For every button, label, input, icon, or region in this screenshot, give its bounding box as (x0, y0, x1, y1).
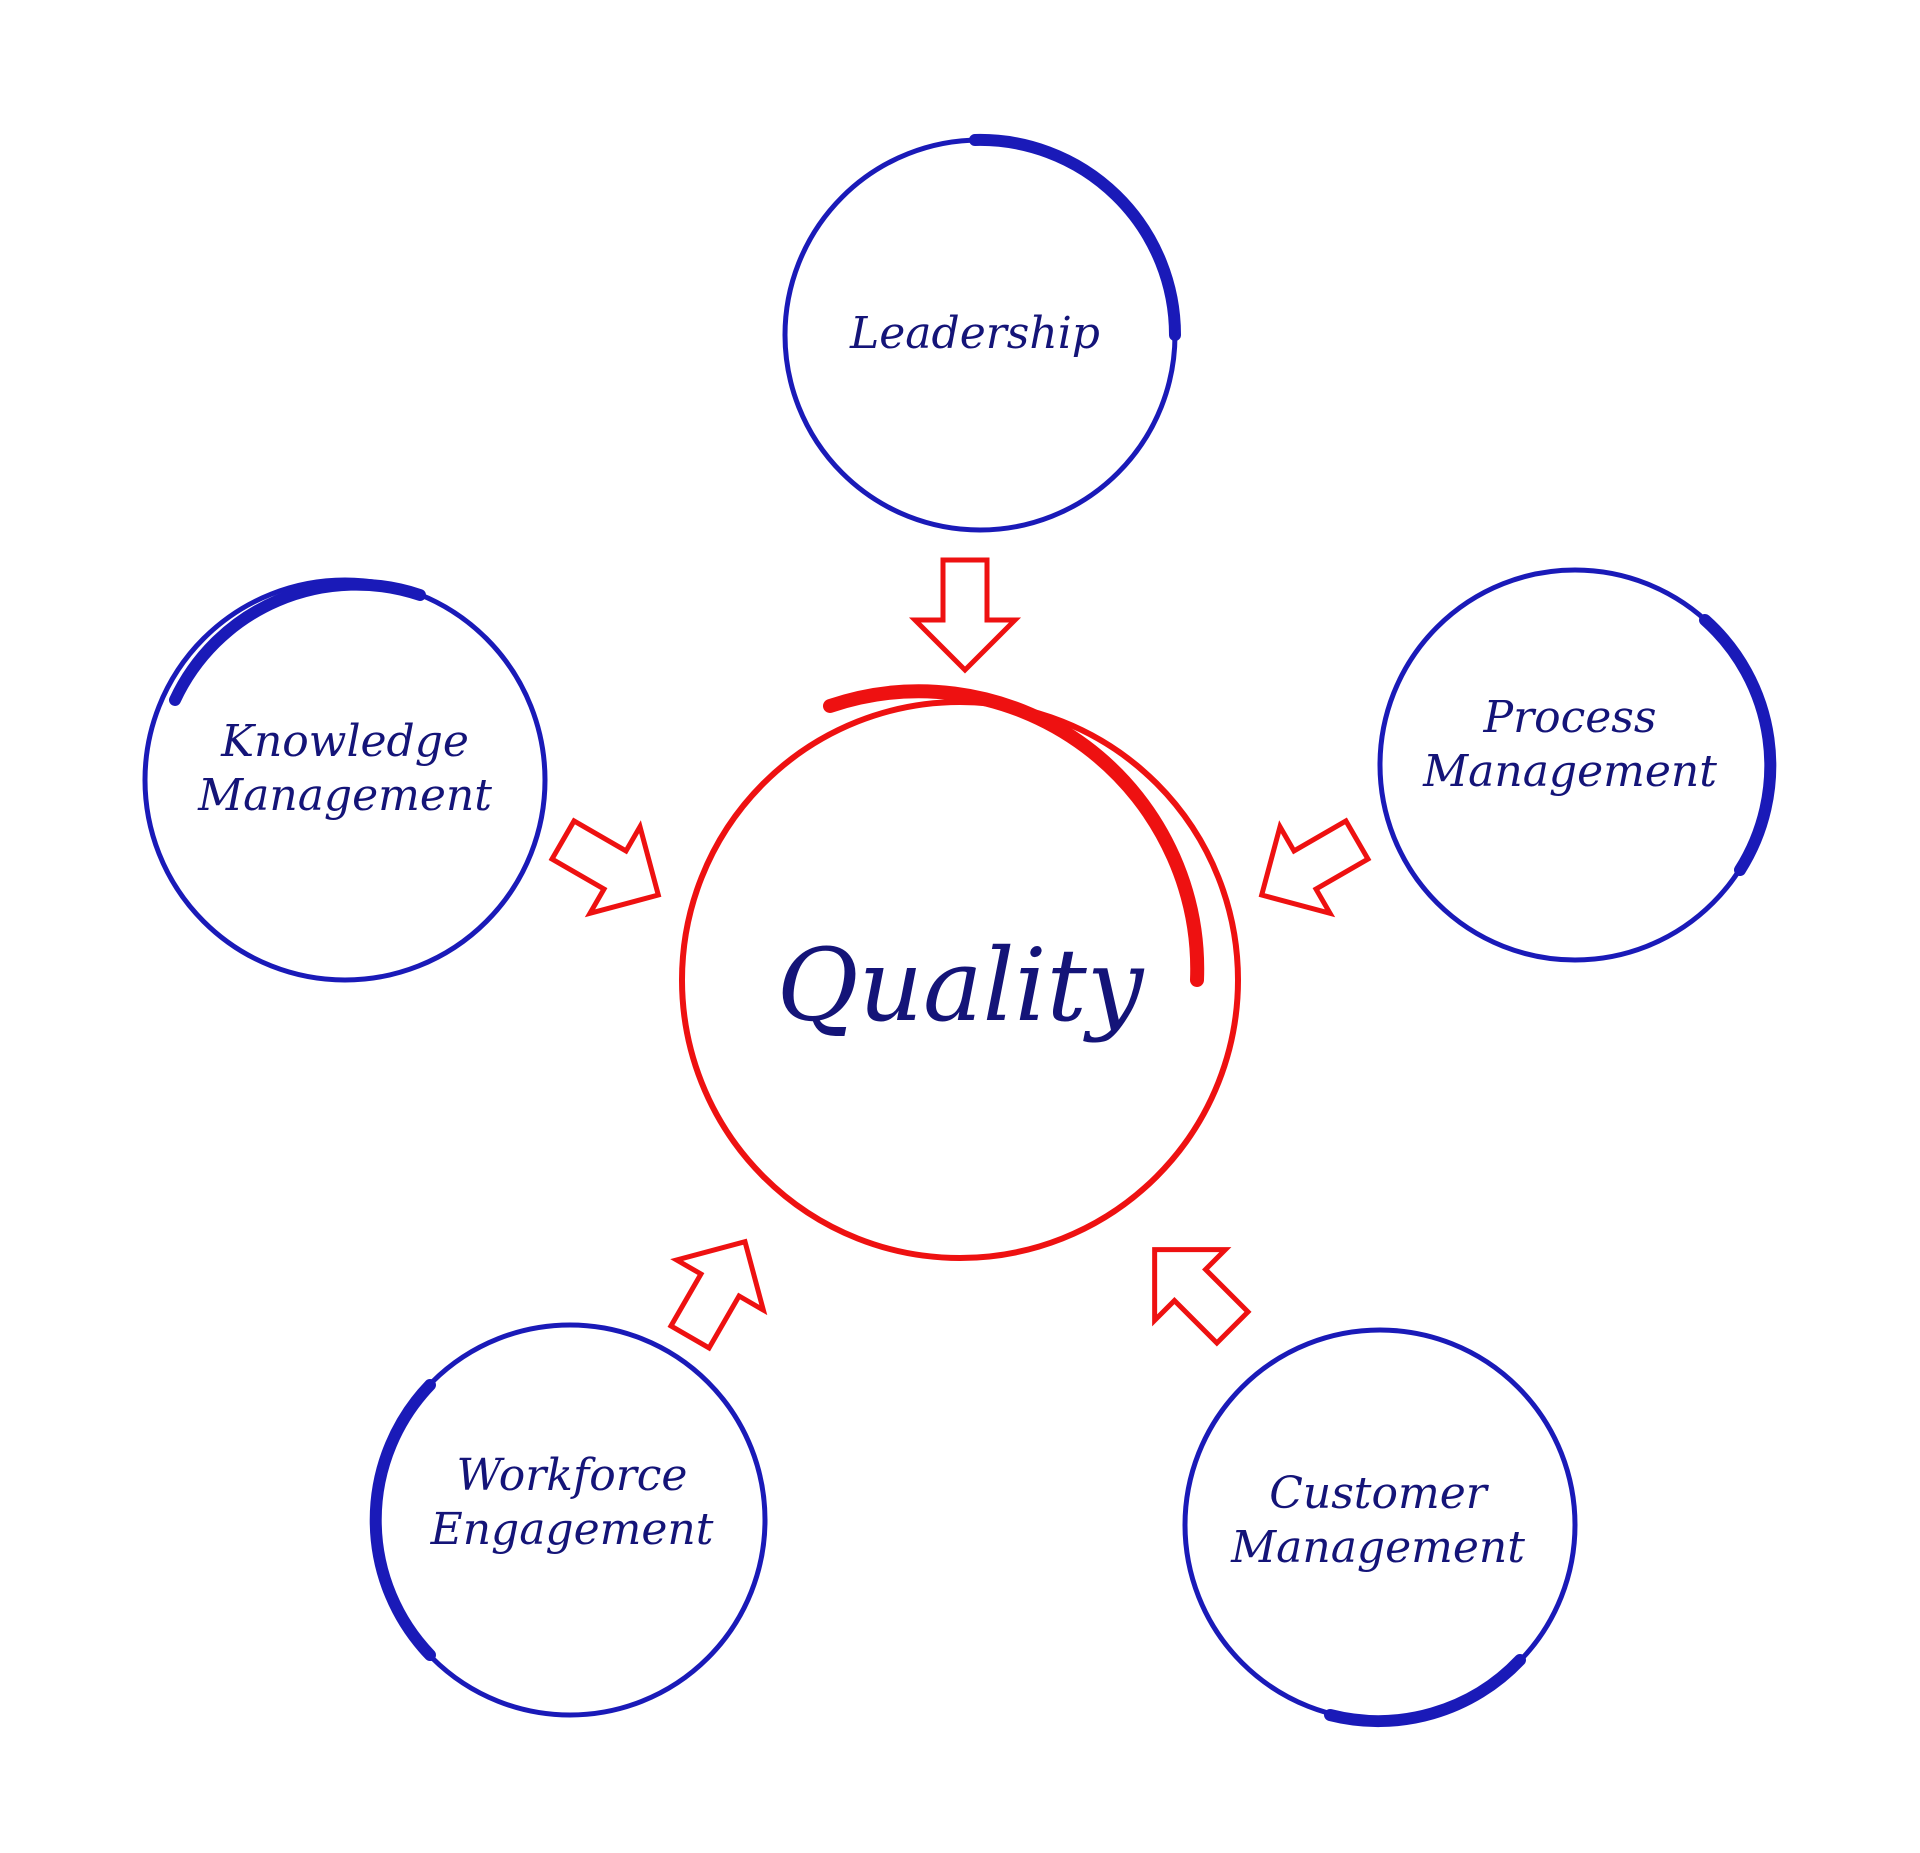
arrow-from-process-management (1258, 817, 1372, 918)
node-circle-accent (1324, 1654, 1526, 1728)
center-circle-accent (823, 684, 1205, 987)
node-process-management: Process Management (1377, 567, 1777, 963)
node-label-line-1: Process (1483, 692, 1657, 743)
arrow-from-knowledge-management (548, 817, 662, 918)
node-circle-accent (969, 133, 1181, 341)
node-label-line-2: Management (1230, 1522, 1525, 1573)
node-label-line-1: Leadership (849, 308, 1100, 359)
node-label-line-1: Workforce (457, 1450, 688, 1501)
node-label-line-1: Customer (1269, 1468, 1490, 1519)
center-label: Quality (777, 927, 1145, 1044)
node-label-line-2: Management (197, 770, 492, 821)
node-circle-accent (169, 578, 426, 706)
arrow-from-workforce-engagement (667, 1238, 768, 1352)
arrow-from-leadership (908, 557, 1022, 674)
node-leadership: Leadership (782, 133, 1181, 533)
node-label-line-2: Engagement (430, 1504, 714, 1555)
node-label-line-1: Knowledge (220, 716, 469, 767)
arrow-from-customer-management (1152, 1247, 1252, 1347)
node-workforce-engagement: Workforce Engagement (369, 1322, 768, 1718)
node-knowledge-management: Knowledge Management (142, 577, 548, 983)
node-customer-management: Customer Management (1182, 1327, 1578, 1728)
node-label-line-2: Management (1422, 746, 1717, 797)
center-circle (679, 699, 1241, 1261)
center-node-quality: Quality (679, 684, 1241, 1261)
node-circle-accent (369, 1379, 436, 1661)
node-circle-accent (1699, 614, 1777, 876)
